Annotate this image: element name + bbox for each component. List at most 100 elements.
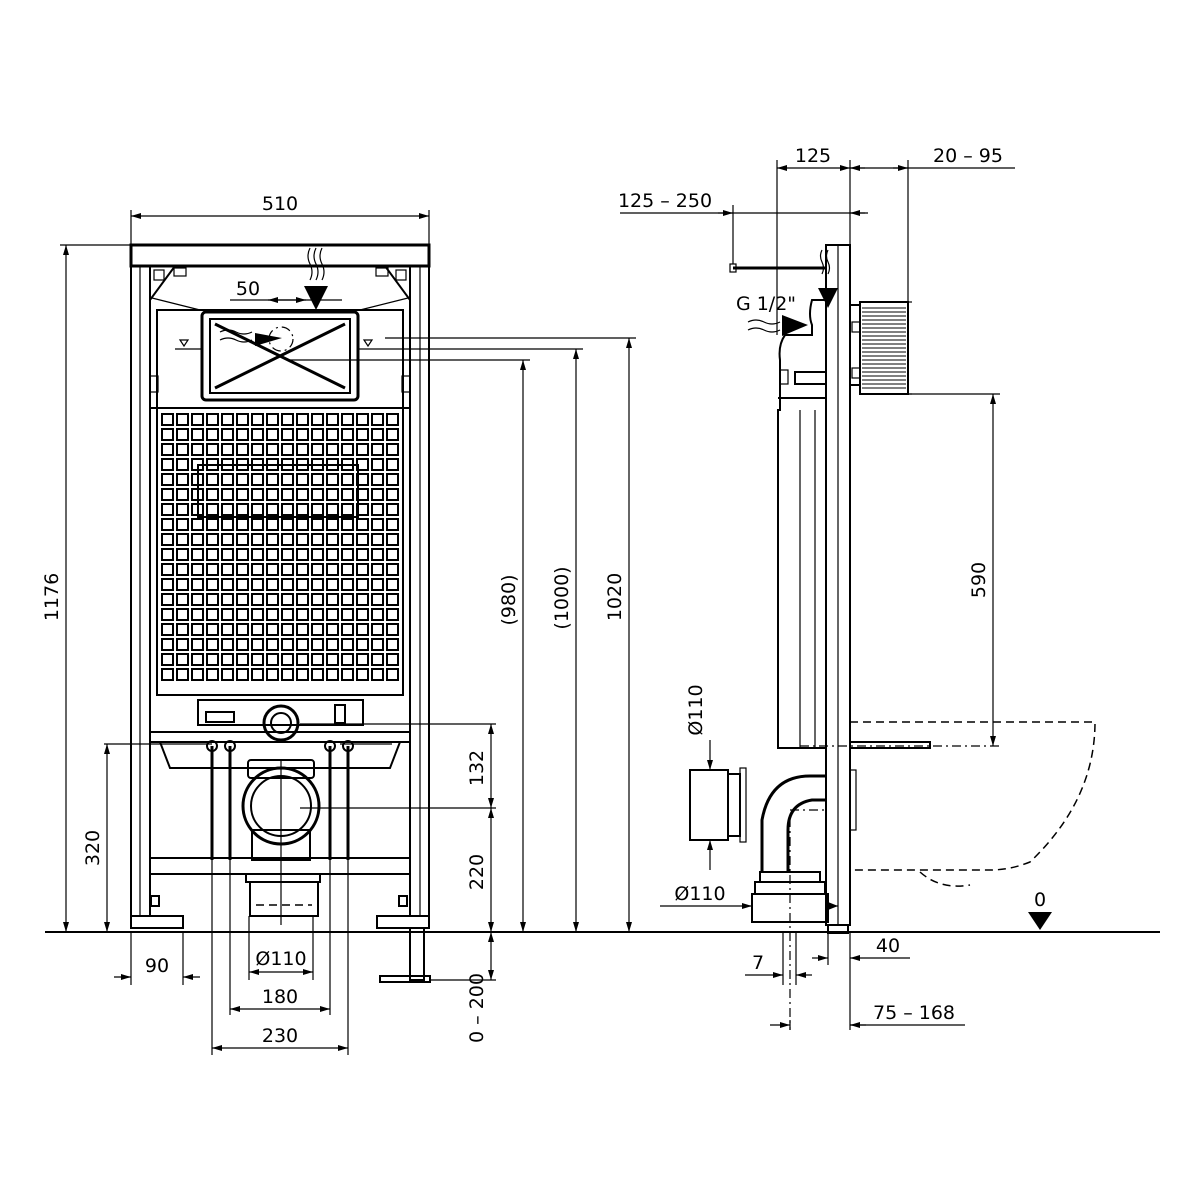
grid-square	[236, 533, 249, 546]
grid-square	[311, 548, 324, 561]
grid-square	[176, 653, 189, 666]
grid-square	[266, 473, 279, 486]
grid-square	[251, 563, 264, 576]
grid-square	[191, 428, 204, 441]
grid-square	[296, 653, 309, 666]
grid-square	[236, 503, 249, 516]
grid-square	[326, 548, 339, 561]
grid-square	[281, 473, 294, 486]
grid-square	[251, 443, 264, 456]
grid-square	[176, 578, 189, 591]
grid-square	[341, 503, 354, 516]
dim-extension-0-200: 0 – 200	[466, 973, 488, 1043]
grid-square	[251, 653, 264, 666]
grid-square	[356, 638, 369, 651]
grid-square	[161, 623, 174, 636]
grid-square	[341, 533, 354, 546]
grid-square	[281, 533, 294, 546]
grid-square	[206, 443, 219, 456]
grid-square	[176, 458, 189, 471]
grid-square	[281, 653, 294, 666]
grid-square	[236, 578, 249, 591]
grid-square	[221, 578, 234, 591]
grid-square	[281, 668, 294, 681]
grid-square	[266, 503, 279, 516]
dim-pipe-110-lower: Ø110	[674, 883, 725, 905]
dim-height-1020: 1020	[604, 573, 626, 621]
grid-square	[221, 623, 234, 636]
grid-square	[206, 488, 219, 501]
dim-offset-7: 7	[752, 952, 764, 974]
grid-square	[356, 563, 369, 576]
grid-square	[356, 653, 369, 666]
grid-square	[161, 548, 174, 561]
grid-square	[161, 443, 174, 456]
grid-square	[251, 413, 264, 426]
grid-square	[281, 638, 294, 651]
elbow-pipe	[760, 774, 826, 872]
grid-square	[296, 503, 309, 516]
grid-square	[371, 443, 384, 456]
grid-square	[356, 593, 369, 606]
side-dimensions: 125 20 – 95 125 – 250 G 1/2" 590 Ø110 Ø1…	[618, 145, 1052, 1030]
grid-square	[296, 563, 309, 576]
grid-square	[296, 533, 309, 546]
grid-square	[281, 413, 294, 426]
grid-square	[386, 563, 399, 576]
dim-inlet-125-250: 125 – 250	[618, 190, 712, 212]
grid-square	[311, 518, 324, 531]
grid-square	[251, 428, 264, 441]
grid-square	[236, 563, 249, 576]
grid-square	[341, 623, 354, 636]
grid-square	[356, 623, 369, 636]
grid-square	[251, 518, 264, 531]
grid-square	[386, 428, 399, 441]
grid-square	[341, 653, 354, 666]
grid-square	[206, 578, 219, 591]
grid-square	[176, 428, 189, 441]
grid-square	[326, 443, 339, 456]
dim-offset-75-168: 75 – 168	[873, 1002, 955, 1024]
grid-square	[371, 548, 384, 561]
grid-square	[206, 668, 219, 681]
grid-square	[176, 593, 189, 606]
grid-square	[341, 443, 354, 456]
grid-square	[326, 473, 339, 486]
grid-square	[386, 443, 399, 456]
grid-square	[341, 668, 354, 681]
grid-square	[311, 443, 324, 456]
grid-square	[371, 533, 384, 546]
grid-square	[206, 638, 219, 651]
grid-square	[371, 518, 384, 531]
grid-square	[356, 578, 369, 591]
grid-square	[296, 518, 309, 531]
foot-right	[376, 915, 430, 929]
grid-square	[371, 428, 384, 441]
grid-square	[221, 638, 234, 651]
grid-square	[161, 413, 174, 426]
grid-square	[266, 638, 279, 651]
grid-square	[296, 668, 309, 681]
grid-square	[251, 503, 264, 516]
grid-square	[281, 443, 294, 456]
grid-square	[191, 563, 204, 576]
grid-square	[296, 473, 309, 486]
floor-level-marker	[1028, 912, 1052, 930]
grid-square	[236, 608, 249, 621]
grid-square	[281, 518, 294, 531]
side-flush-plate	[859, 301, 909, 395]
grid-square	[191, 638, 204, 651]
cistern-grid	[161, 413, 399, 681]
grid-square	[221, 503, 234, 516]
grid-square	[161, 608, 174, 621]
grid-square	[341, 488, 354, 501]
grid-square	[296, 578, 309, 591]
grid-square	[236, 428, 249, 441]
grid-square	[371, 593, 384, 606]
grid-square	[326, 578, 339, 591]
grid-square	[236, 593, 249, 606]
grid-square	[176, 668, 189, 681]
grid-square	[386, 653, 399, 666]
grid-square	[356, 548, 369, 561]
